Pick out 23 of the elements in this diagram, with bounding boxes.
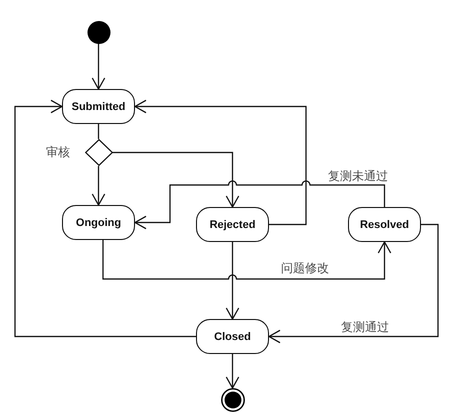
- state-box: Rejected: [196, 207, 269, 242]
- arrow: [268, 224, 439, 344]
- edge-label: 复测通过: [340, 320, 390, 334]
- arrow: [226, 354, 240, 389]
- arrow: [112, 152, 240, 208]
- state-box: Ongoing: [62, 205, 135, 240]
- arrow: [134, 180, 386, 230]
- edge-label: 复测未通过: [327, 169, 389, 183]
- connector-line: [98, 124, 100, 139]
- arrow: [226, 242, 240, 320]
- state-box: Closed: [196, 319, 269, 354]
- guard-label: 审核: [45, 145, 71, 159]
- arrow: [134, 100, 307, 226]
- arrow: [102, 240, 392, 280]
- arrow: [92, 44, 106, 90]
- start-dot: [86, 20, 110, 44]
- arrow: [92, 166, 106, 206]
- end-dot: [220, 388, 244, 412]
- state-box: Submitted: [62, 89, 135, 124]
- edge-label: 问题修改: [280, 261, 330, 275]
- state-box: Resolved: [348, 207, 421, 242]
- decision-diamond: [84, 139, 112, 166]
- arrow: [14, 100, 196, 338]
